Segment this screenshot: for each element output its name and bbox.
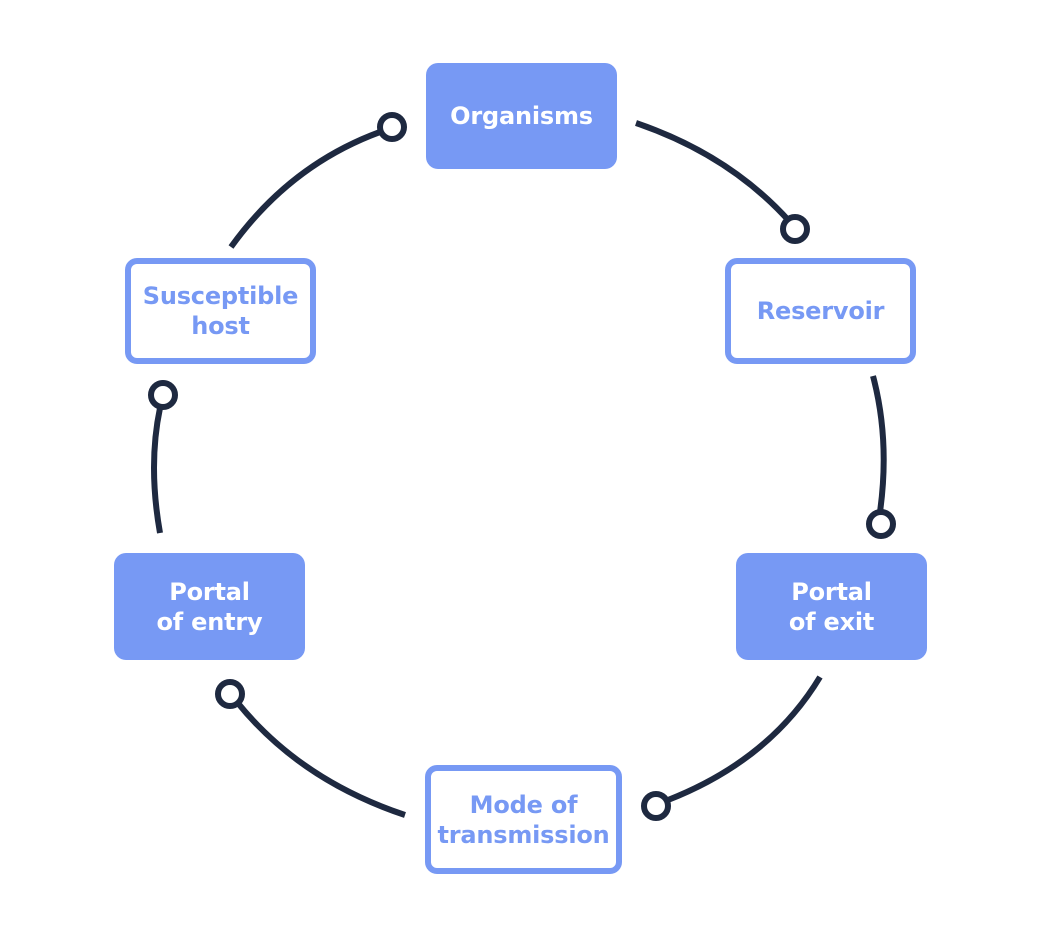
node-label: Portal of entry: [156, 577, 262, 637]
connector-end-portal-of-entry: [215, 679, 245, 709]
connector-end-susceptible-host: [148, 380, 178, 410]
node-label: Reservoir: [757, 296, 885, 326]
node-label-line: Portal: [169, 577, 250, 606]
node-label: Susceptible host: [143, 281, 299, 341]
node-label-line: Susceptible: [142, 282, 299, 310]
node-label: Organisms: [450, 101, 593, 131]
node-label: Mode of transmission: [437, 790, 609, 850]
connector-susceptible-host-to-organisms: [228, 129, 382, 249]
connector-end-portal-of-exit: [866, 509, 896, 539]
node-label-line: Organisms: [450, 102, 593, 130]
connector-reservoir-to-portal-of-exit: [870, 375, 887, 513]
node-label-line: of exit: [788, 607, 875, 636]
node-label-line: Portal: [791, 577, 872, 606]
connector-organisms-to-reservoir: [635, 120, 793, 225]
node-label-line: transmission: [437, 820, 610, 849]
node-portal-of-entry: Portal of entry: [114, 553, 305, 660]
node-susceptible-host: Susceptible host: [125, 258, 316, 364]
connector-mode-of-transmission-to-portal-of-entry: [234, 700, 406, 818]
node-organisms: Organisms: [426, 63, 617, 169]
connector-portal-of-entry-to-susceptible-host: [151, 407, 163, 534]
node-label-line: of entry: [156, 607, 263, 636]
node-mode-of-transmission: Mode of transmission: [425, 765, 622, 874]
connector-end-mode-of-transmission: [641, 791, 671, 821]
node-label-line: host: [191, 312, 250, 340]
node-label-line: Reservoir: [756, 297, 885, 325]
node-reservoir: Reservoir: [725, 258, 916, 364]
connector-end-reservoir: [780, 214, 810, 244]
connector-end-organisms: [377, 112, 407, 142]
node-label-line: Mode of: [469, 790, 578, 819]
node-label: Portal of exit: [788, 577, 875, 637]
connector-portal-of-exit-to-mode-of-transmission: [666, 675, 823, 803]
node-portal-of-exit: Portal of exit: [736, 553, 927, 660]
